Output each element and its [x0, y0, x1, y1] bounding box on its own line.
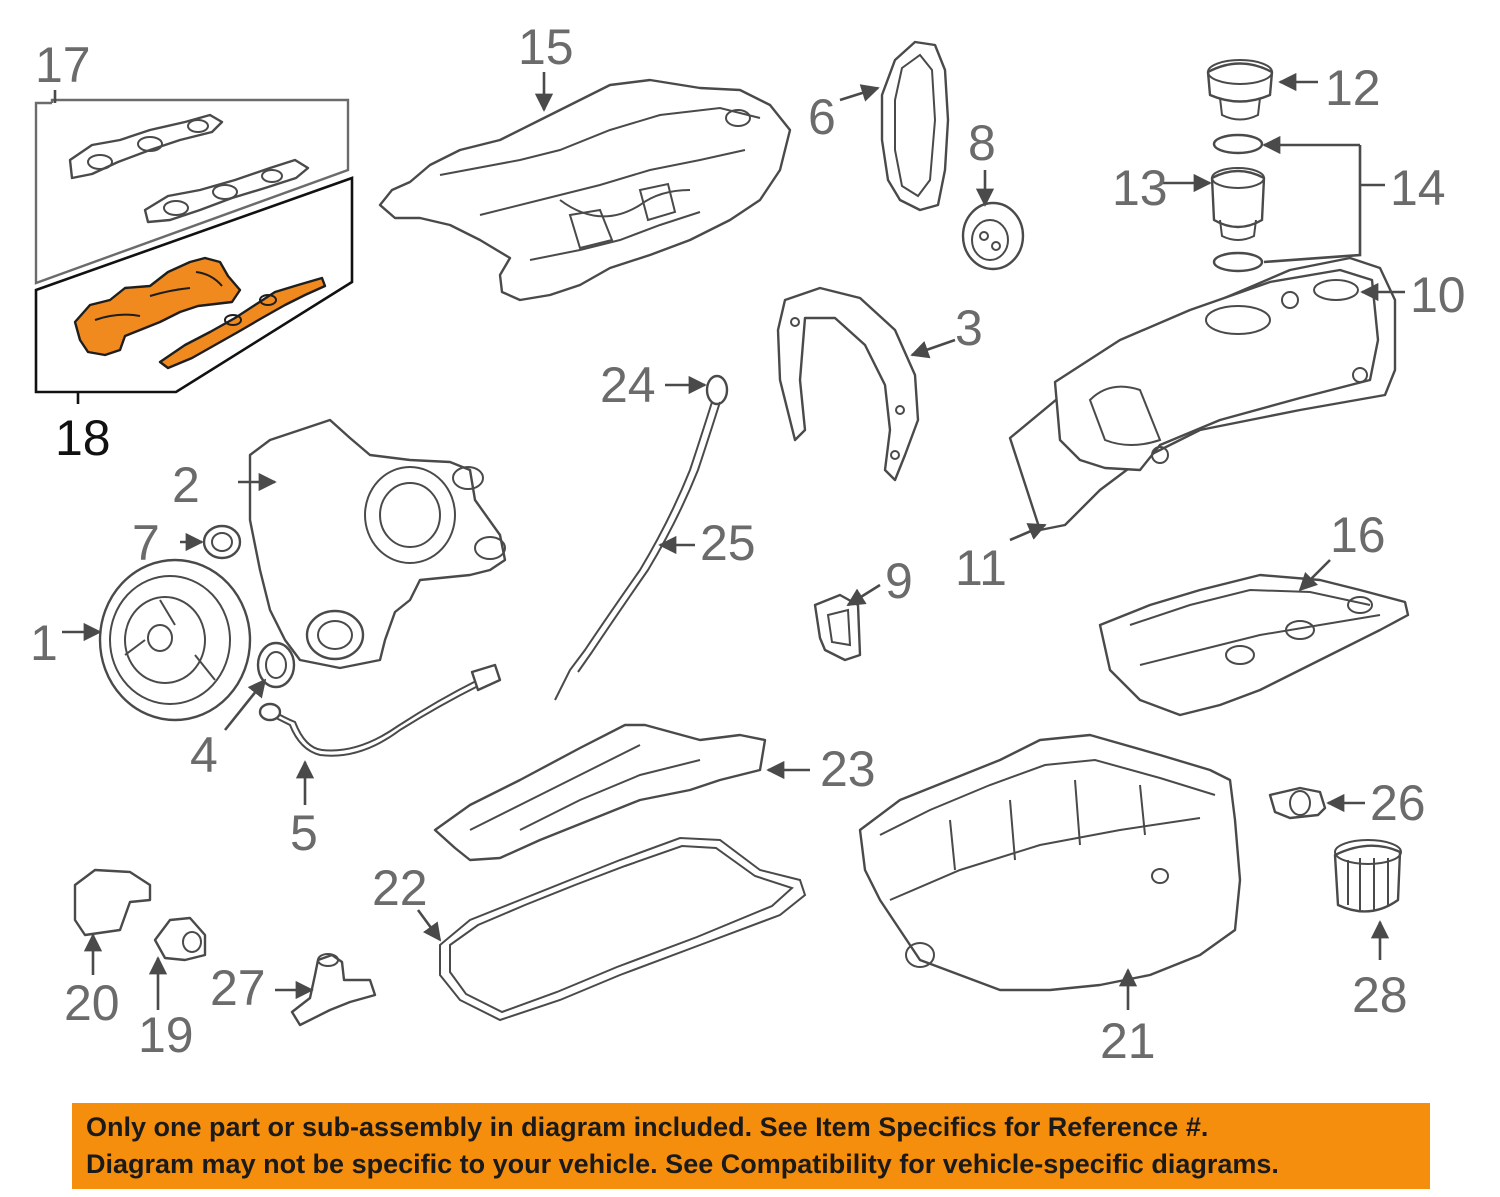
callout-6: 6: [808, 89, 836, 145]
oil-pan-gasket: [439, 836, 807, 1022]
bracket-20: [73, 868, 152, 937]
callout-10: 10: [1410, 267, 1466, 323]
callout-4: 4: [190, 727, 218, 783]
callout-7: 7: [132, 515, 160, 571]
callout-21: 21: [1100, 1013, 1156, 1069]
sensor-19: [153, 916, 207, 962]
engine-parts-diagram: 1 2 3 4 5 6 7 8 9 10 11 12 13 14 15 16 1…: [30, 19, 1466, 1069]
gasket-set-group-17: [34, 90, 350, 285]
callout-2: 2: [172, 457, 200, 513]
rear-cover-gasket: [776, 286, 920, 482]
upper-intake-manifold: [378, 78, 792, 302]
callout-11: 11: [955, 540, 1007, 596]
oil-pan: [858, 733, 1242, 992]
callout-labels: 1 2 3 4 5 6 7 8 9 10 11 12 13 14 15 16 1…: [30, 19, 1466, 1069]
lower-intake-gasket-left: [73, 256, 242, 357]
callout-5: 5: [290, 805, 318, 861]
disclaimer-banner: Only one part or sub-assembly in diagram…: [72, 1103, 1430, 1189]
callout-16: 16: [1330, 507, 1386, 563]
front-timing-cover: [248, 418, 507, 670]
oil-dipstick: [554, 374, 729, 701]
callout-20: 20: [64, 975, 120, 1031]
harmonic-balancer: [98, 558, 252, 722]
callout-23: 23: [820, 741, 876, 797]
front-seal-7: [202, 524, 242, 560]
callout-27: 27: [210, 960, 266, 1016]
callout-17: 17: [35, 37, 91, 93]
drain-plug: [1268, 786, 1327, 820]
callout-8: 8: [968, 115, 996, 171]
sensor-27: [290, 953, 377, 1027]
leader-arrows: [62, 72, 1405, 1010]
oil-filter: [1333, 839, 1402, 913]
valve-cover-assembly: [1008, 256, 1397, 532]
disclaimer-line-2: Diagram may not be specific to your vehi…: [86, 1149, 1279, 1179]
callout-3: 3: [955, 300, 983, 356]
callout-18: 18: [55, 410, 111, 466]
disclaimer-line-1: Only one part or sub-assembly in diagram…: [86, 1112, 1209, 1142]
callout-15: 15: [518, 19, 574, 75]
callout-22: 22: [372, 860, 428, 916]
water-pump-gasket: [880, 40, 950, 212]
callout-25: 25: [700, 515, 756, 571]
callout-26: 26: [1370, 775, 1426, 831]
gasket-set-group-18[interactable]: [34, 176, 354, 404]
oil-filler-cap: [1206, 59, 1274, 121]
bracket-9: [813, 593, 862, 662]
callout-19: 19: [138, 1007, 194, 1063]
sensor-harness: [258, 663, 502, 757]
callout-14: 14: [1390, 160, 1446, 216]
callout-13: 13: [1112, 160, 1168, 216]
oil-filler-tube: [1210, 133, 1266, 273]
oil-pan-baffle: [433, 723, 767, 862]
crank-seal-4: [256, 641, 296, 689]
callout-9: 9: [885, 553, 913, 609]
callout-1: 1: [30, 615, 58, 671]
callout-28: 28: [1352, 967, 1408, 1023]
lower-intake-manifold: [1098, 573, 1410, 717]
idler-pulley: [961, 201, 1025, 271]
callout-24: 24: [600, 357, 656, 413]
callout-12: 12: [1325, 60, 1381, 116]
